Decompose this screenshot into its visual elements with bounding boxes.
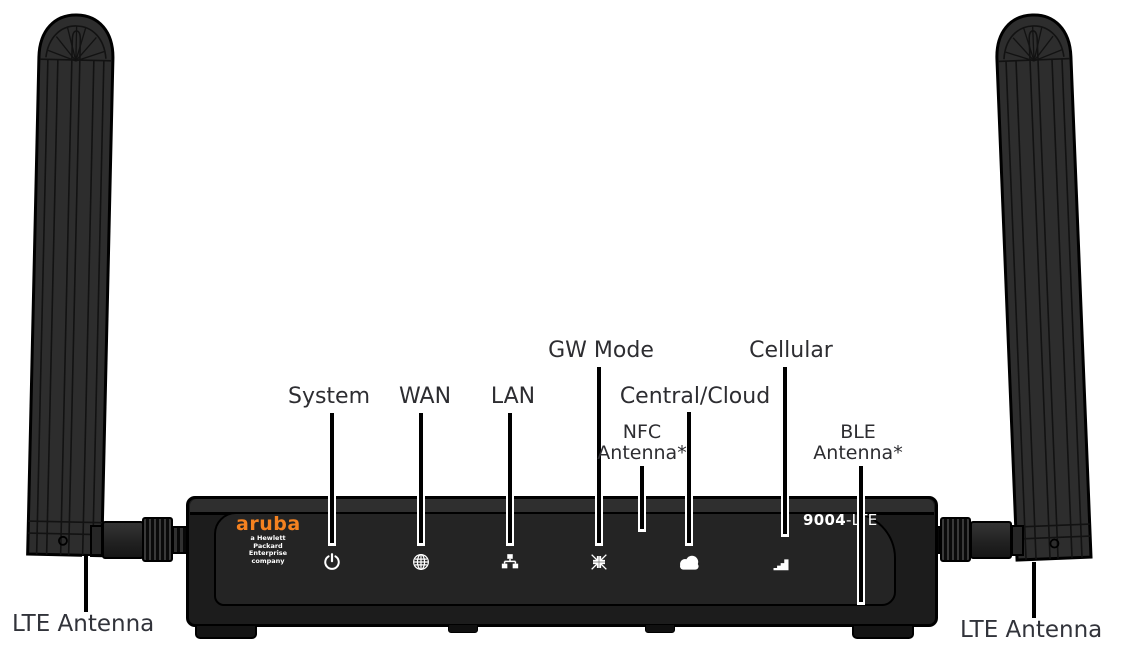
wan-leader-line (417, 413, 425, 546)
connector-nut-right (940, 517, 971, 562)
gw-mode-icon (589, 552, 609, 576)
ble-antenna-leader-line (857, 466, 865, 605)
cellular-icon (771, 554, 791, 578)
brand-tagline: a Hewlett Packard Enterprise company (248, 534, 288, 565)
label-system: System (287, 384, 371, 409)
front-panel (214, 512, 896, 606)
label-lte-antenna-right: LTE Antenna (960, 617, 1103, 643)
label-cellular: Cellular (749, 338, 833, 363)
lte-antenna-right-leader-line (1030, 562, 1038, 618)
connector-rings-left (172, 526, 188, 554)
antenna-screw (58, 535, 68, 546)
central-cloud-leader-line (685, 412, 693, 546)
lte-antenna-left-leader-line (82, 556, 90, 612)
label-gw-mode: GW Mode (548, 338, 654, 363)
nfc-antenna-leader-line (638, 466, 646, 532)
connector-nut-left (142, 517, 173, 562)
antenna-graphic (26, 13, 115, 558)
power-icon (322, 552, 342, 576)
antenna-graphic (995, 13, 1093, 562)
model-number: 9004-LTE (803, 511, 877, 529)
lan-icon (500, 552, 520, 576)
label-wan: WAN (398, 384, 452, 409)
cloud-icon (676, 552, 702, 576)
lte-antenna-right (990, 8, 1096, 563)
aruba-logo-text: aruba (236, 513, 301, 535)
device-foot-left (195, 624, 257, 639)
bottom-tab (645, 624, 675, 633)
connector-barrel-left (102, 521, 144, 559)
antenna-hinge-right (1011, 525, 1024, 556)
aruba-logo: aruba a Hewlett Packard Enterprise compa… (236, 514, 300, 565)
label-nfc-antenna: NFC Antenna* (597, 421, 687, 464)
device-foot-right (852, 624, 914, 639)
label-ble-antenna: BLE Antenna* (813, 421, 903, 464)
cellular-leader-line (781, 367, 789, 537)
label-lte-antenna-left: LTE Antenna (12, 611, 155, 637)
connector-barrel-right (970, 521, 1012, 559)
bottom-tab (448, 624, 478, 633)
globe-icon (411, 552, 431, 576)
lan-leader-line (506, 413, 514, 546)
lte-antenna-left (23, 9, 119, 559)
antenna-screw (1049, 538, 1060, 549)
system-leader-line (328, 413, 336, 546)
label-lan: LAN (490, 384, 536, 409)
gw-mode-leader-line (595, 367, 603, 546)
label-central-cloud: Central/Cloud (619, 384, 771, 409)
